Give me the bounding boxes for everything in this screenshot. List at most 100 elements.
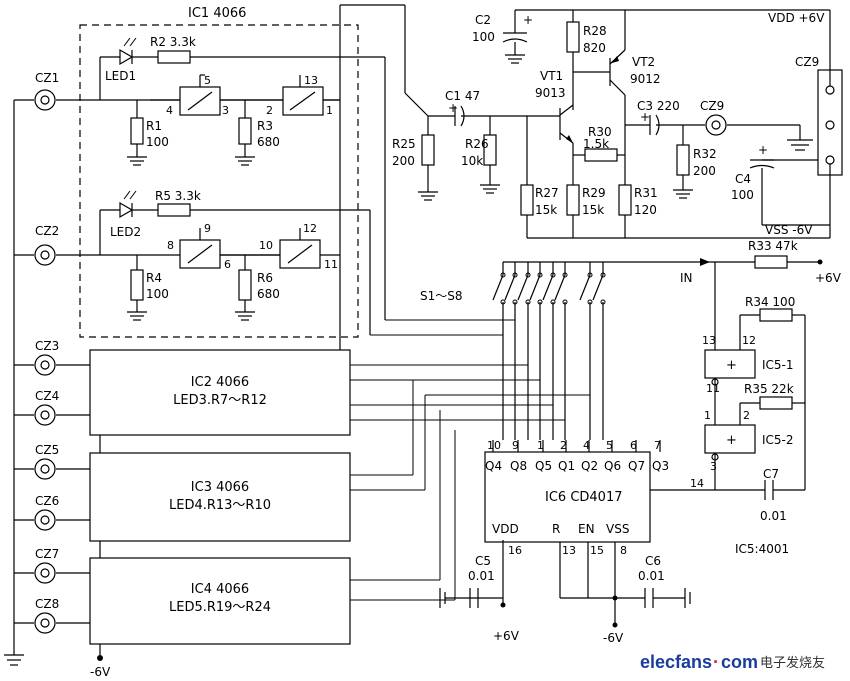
ic6-pin-number: 10	[487, 439, 501, 452]
ic6-output-label: Q3	[652, 459, 669, 473]
svg-text:C4: C4	[735, 172, 751, 186]
svg-text:8: 8	[167, 239, 174, 252]
svg-text:·: ·	[713, 652, 719, 672]
ic6-output-label: Q8	[510, 459, 527, 473]
vdd-label: VDD +6V	[768, 11, 825, 25]
svg-text:R28: R28	[583, 24, 607, 38]
svg-text:13: 13	[702, 334, 716, 347]
cz7-label: CZ7	[35, 547, 59, 561]
svg-text:LED4.R13～R10: LED4.R13～R10	[169, 498, 271, 513]
switch-s6[interactable]	[554, 262, 568, 440]
svg-text:R32: R32	[693, 147, 717, 161]
led1-icon	[119, 37, 137, 66]
svg-text:8: 8	[620, 544, 627, 557]
svg-text:3: 3	[710, 460, 717, 473]
switch-13-2-1	[282, 75, 324, 116]
ic6-pin-number: 9	[512, 439, 519, 452]
svg-text:VT2: VT2	[632, 55, 655, 69]
svg-text:+6V: +6V	[493, 629, 520, 643]
r4-resistor: R4 100	[127, 255, 169, 321]
svg-text:120: 120	[634, 203, 657, 217]
svg-text:elecfans: elecfans	[640, 652, 712, 672]
cz4-label: CZ4	[35, 389, 59, 403]
switch-s2[interactable]	[504, 262, 518, 440]
svg-text:IC4 4066: IC4 4066	[191, 582, 249, 597]
svg-text:15k: 15k	[535, 203, 557, 217]
amplifier: + C2 100 R28 820 VT2 9012 VT1 9013 C1 47	[392, 9, 843, 239]
svg-text:1: 1	[326, 104, 333, 117]
svg-text:+6V: +6V	[815, 271, 842, 285]
svg-text:9013: 9013	[535, 86, 566, 100]
ic6-title: IC6 CD4017	[545, 490, 623, 505]
svg-text:LED2: LED2	[110, 225, 141, 239]
switch-12-10-11	[279, 228, 321, 269]
svg-text:C5: C5	[475, 554, 491, 568]
svg-text:200: 200	[693, 164, 716, 178]
svg-text:5: 5	[204, 74, 211, 87]
svg-text:EN: EN	[578, 522, 595, 536]
switch-s4[interactable]	[529, 262, 543, 440]
svg-text:R25: R25	[392, 137, 416, 151]
bottom-supply-label: -6V	[90, 665, 111, 679]
svg-text:15: 15	[590, 544, 604, 557]
switch-s7[interactable]	[579, 262, 593, 440]
ic6-output-label: Q1	[558, 459, 575, 473]
svg-text:IC5-2: IC5-2	[762, 433, 794, 447]
svg-text:R4: R4	[146, 271, 162, 285]
svg-text:R27: R27	[535, 186, 559, 200]
ic6-output-label: Q2	[581, 459, 598, 473]
svg-text:R5 3.3k: R5 3.3k	[155, 189, 201, 203]
svg-text:VSS: VSS	[606, 522, 629, 536]
connector-cz5: CZ5	[14, 443, 90, 480]
ic3-block: IC3 4066 LED4.R13～R10	[89, 452, 351, 542]
ic6-pin-number: 1	[537, 439, 544, 452]
ic1-label: IC1 4066	[188, 6, 246, 21]
switch-9-8-6	[179, 228, 221, 269]
ic6-counter: IC6 CD4017 14 VDD R EN VSS 16 13 15 8 C5…	[439, 451, 704, 645]
ic1-module: IC1 4066 LED1 R2 3.3k 5 13 4	[79, 4, 429, 350]
ic5-circuit: + IC5-1 13 12 R34 100 11 R35 22k + IC5-2…	[650, 262, 806, 556]
svg-text:LED1: LED1	[105, 69, 136, 83]
connector-cz3: CZ3	[14, 339, 90, 376]
cz2-label: CZ2	[35, 224, 59, 238]
svg-text:+: +	[640, 110, 650, 124]
svg-text:R6: R6	[257, 271, 273, 285]
switch-s1[interactable]	[492, 262, 506, 440]
svg-text:R29: R29	[582, 186, 606, 200]
cz1-label: CZ1	[35, 71, 59, 85]
svg-text:2: 2	[266, 104, 273, 117]
switch-s5[interactable]	[542, 262, 556, 440]
svg-text:10k: 10k	[461, 154, 483, 168]
svg-text:-6V: -6V	[603, 631, 624, 645]
switch-s3[interactable]	[517, 262, 531, 440]
svg-text:15k: 15k	[582, 203, 604, 217]
ic4-block: IC4 4066 LED5.R19～R24	[89, 557, 351, 645]
svg-text:2: 2	[743, 409, 750, 422]
ic6-output-label: Q6	[604, 459, 621, 473]
brand-watermark: elecfans · com 电子发烧友	[640, 652, 825, 672]
switch-s8[interactable]	[592, 262, 606, 440]
led2-icon	[119, 190, 137, 219]
svg-text:+: +	[523, 13, 533, 27]
svg-text:200: 200	[392, 154, 415, 168]
svg-text:0.01: 0.01	[760, 509, 787, 523]
supply-node	[97, 655, 103, 661]
left-bus	[4, 100, 24, 666]
svg-text:0.01: 0.01	[638, 569, 665, 583]
svg-text:680: 680	[257, 135, 280, 149]
svg-text:R3: R3	[257, 119, 273, 133]
switch-5-4-3	[179, 74, 221, 116]
svg-text:VDD: VDD	[492, 522, 519, 536]
svg-text:13: 13	[304, 74, 318, 87]
cz9-output-label: CZ9	[700, 99, 724, 113]
r3-resistor: R3 680	[235, 100, 280, 166]
cz8-label: CZ8	[35, 597, 59, 611]
svg-text:680: 680	[257, 287, 280, 301]
ic6-pin-number: 7	[654, 439, 661, 452]
ic5-type-label: IC5:4001	[735, 542, 789, 556]
cz9-connector-label: CZ9	[795, 55, 819, 69]
cz5-label: CZ5	[35, 443, 59, 457]
svg-text:C2: C2	[475, 13, 491, 27]
